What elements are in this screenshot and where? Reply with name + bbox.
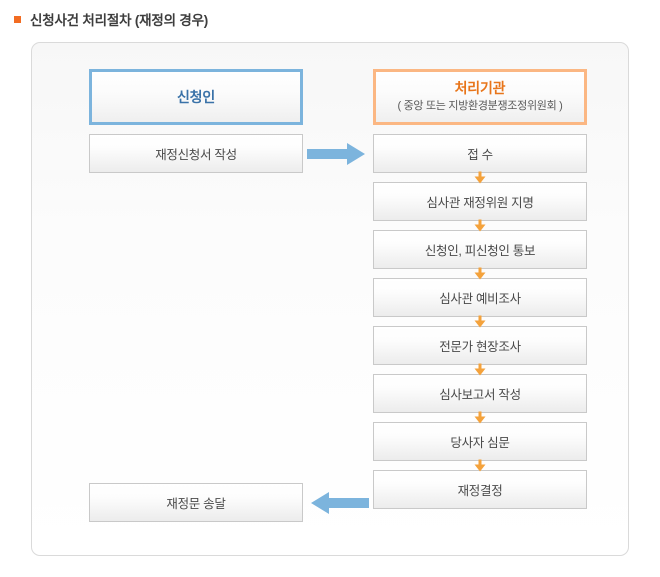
arrow-down-icon-7: [373, 459, 587, 471]
arrow-down-icon-1: [373, 171, 587, 183]
column-header-applicant: 신청인: [89, 69, 303, 125]
arrow-down-icon-3: [373, 267, 587, 279]
arrow-left-icon: [307, 492, 369, 514]
diagram-panel: 신청인 처리기관 ( 중앙 또는 지방환경분쟁조정위원회 ) 재정신청서 작성 …: [31, 42, 629, 556]
column-applicant: 신청인: [89, 69, 303, 125]
arrow-down-icon-6: [373, 411, 587, 423]
arrow-down-icon-4: [373, 315, 587, 327]
column-handling-agency: 처리기관 ( 중앙 또는 지방환경분쟁조정위원회 ): [373, 69, 587, 125]
step-box-right-8[interactable]: 재정결정: [373, 470, 587, 509]
step-box-right-7[interactable]: 당사자 심문: [373, 422, 587, 461]
step-box-right-2[interactable]: 심사관 재정위원 지명: [373, 182, 587, 221]
column-header-applicant-title: 신청인: [176, 89, 216, 105]
step-box-right-6[interactable]: 심사보고서 작성: [373, 374, 587, 413]
right-column-flow: 접 수 심사관 재정위원 지명 신청인, 피신청인 통보 심사관 예비조사 전문…: [373, 134, 587, 509]
column-header-agency-title: 처리기관: [454, 80, 506, 97]
step-box-left-1[interactable]: 재정신청서 작성: [89, 134, 303, 173]
step-box-left-2[interactable]: 재정문 송달: [89, 483, 303, 522]
step-box-right-4[interactable]: 심사관 예비조사: [373, 278, 587, 317]
arrow-right-icon: [307, 143, 369, 165]
page-title-text: 신청사건 처리절차 (재정의 경우): [30, 13, 209, 28]
arrow-down-icon-2: [373, 219, 587, 231]
step-box-right-1[interactable]: 접 수: [373, 134, 587, 173]
step-box-right-3[interactable]: 신청인, 피신청인 통보: [373, 230, 587, 269]
step-box-left-1-wrapper: 재정신청서 작성: [89, 134, 303, 173]
bullet-square-icon: [14, 15, 21, 23]
column-header-agency: 처리기관 ( 중앙 또는 지방환경분쟁조정위원회 ): [373, 69, 587, 125]
step-box-right-5[interactable]: 전문가 현장조사: [373, 326, 587, 365]
arrow-down-icon-5: [373, 363, 587, 375]
page-title: 신청사건 처리절차 (재정의 경우): [14, 9, 208, 29]
step-box-left-2-wrapper: 재정문 송달: [89, 483, 303, 522]
column-header-agency-subtitle: ( 중앙 또는 지방환경분쟁조정위원회 ): [397, 99, 563, 112]
